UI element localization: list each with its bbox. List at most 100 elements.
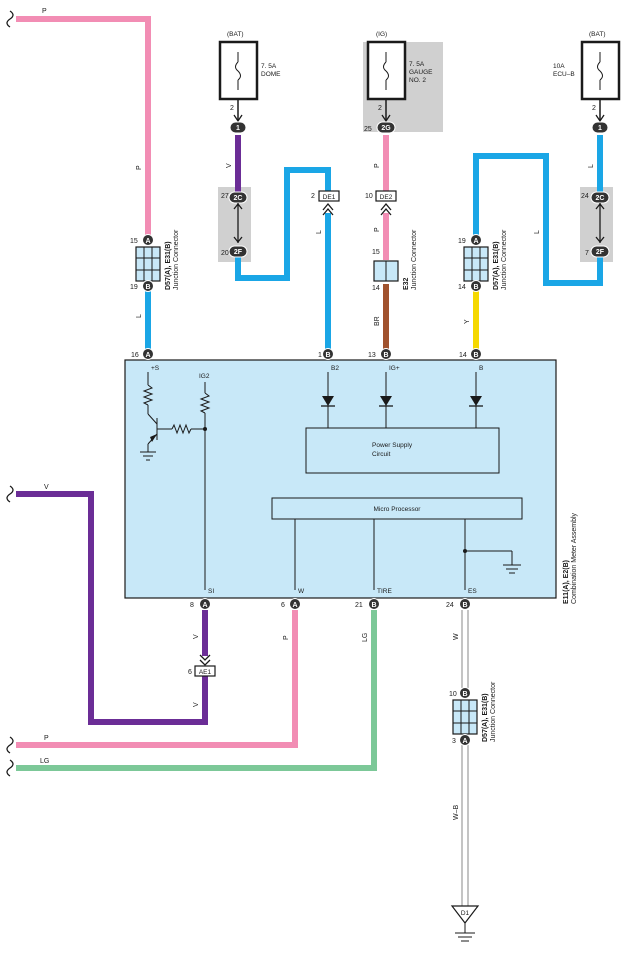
svg-text:Junction Connector: Junction Connector — [490, 681, 497, 742]
svg-text:2F: 2F — [596, 249, 605, 256]
ecub-connector-1: 1 — [591, 121, 609, 134]
diode-b2-icon — [322, 396, 334, 406]
ecub-arrow-icon — [595, 114, 605, 123]
svg-text:D57(A), E31(B): D57(A), E31(B) — [493, 241, 500, 290]
svg-text:2C: 2C — [596, 195, 605, 202]
term-b2: B2 — [331, 365, 339, 372]
svg-text:B: B — [473, 284, 478, 291]
svg-text:2G: 2G — [381, 125, 391, 132]
wire-p-top — [16, 16, 151, 237]
wire-label-p-top: P — [42, 8, 47, 15]
diode-ig-icon — [380, 396, 392, 406]
svg-text:A: A — [462, 738, 467, 745]
svg-text:14: 14 — [372, 285, 380, 292]
ecub-name: ECU–B — [553, 71, 575, 78]
wire-p-bottom — [16, 610, 298, 748]
svg-text:D1: D1 — [461, 910, 470, 917]
svg-text:2C: 2C — [234, 195, 243, 202]
ecub-rating: 10A — [553, 63, 565, 70]
wire-label-l-ecub2: L — [588, 164, 595, 168]
svg-text:B: B — [383, 352, 388, 359]
dome-fuse: (BAT) 7. 5A DOME 2 — [218, 31, 281, 120]
wire-label-lg-tire: LG — [362, 633, 369, 642]
svg-text:19: 19 — [458, 238, 466, 245]
svg-text:B: B — [325, 352, 330, 359]
wire-lg-bottom — [16, 610, 377, 771]
gauge-arrow-icon — [381, 114, 391, 123]
d1-ground: D1 — [450, 905, 480, 942]
svg-text:7: 7 — [585, 250, 589, 257]
wire-label-v-ae1b: V — [193, 702, 200, 707]
dome-name: DOME — [261, 71, 281, 78]
term-es: ES — [468, 588, 477, 595]
gauge-fuse: (IG) 7. 5A GAUGE NO. 2 2 — [366, 31, 433, 120]
wire-label-br: BR — [374, 316, 381, 326]
svg-text:14: 14 — [459, 352, 467, 359]
wire-label-v-dome: V — [226, 163, 233, 168]
term-si: SI — [208, 588, 214, 595]
meter-name: E11(A), E2(B) — [563, 560, 570, 604]
wire-break-p-bottom — [6, 736, 14, 754]
wire-label-p-bottom: P — [44, 735, 49, 742]
wire-label-v-left: V — [44, 484, 49, 491]
svg-text:B: B — [462, 691, 467, 698]
power-supply-circuit-box — [305, 427, 500, 474]
ig2-label: IG2 — [199, 373, 210, 380]
gauge-rating: 7. 5A — [409, 61, 425, 68]
svg-text:DE1: DE1 — [323, 194, 336, 201]
svg-text:8: 8 — [190, 602, 194, 609]
term-w: W — [298, 588, 305, 595]
svg-text:A: A — [292, 602, 297, 609]
svg-text:2F: 2F — [234, 249, 243, 256]
svg-text:1: 1 — [598, 125, 602, 132]
gauge-name2: NO. 2 — [409, 77, 426, 84]
wire-v-left-loop — [16, 491, 208, 725]
svg-text:27: 27 — [221, 193, 229, 200]
transistor-emitter-arrow — [150, 434, 157, 442]
svg-text:A: A — [145, 238, 150, 245]
dome-supply-label: (BAT) — [227, 31, 244, 38]
wire-break-p-top — [6, 10, 14, 28]
junction-connector-e32: 15 14 E32 Junction Connector — [372, 229, 418, 292]
right-connector-2c-2f: 24 2C 7 2F — [581, 191, 610, 258]
wire-l-ecub-loop — [473, 153, 603, 286]
wire-label-wb: W–B — [453, 805, 460, 821]
wire-break-lg — [6, 759, 14, 777]
dome-arrow-icon — [233, 114, 243, 123]
de1-connector: 2 DE1 — [311, 190, 340, 216]
svg-text:16: 16 — [131, 352, 139, 359]
dome-rating: 7. 5A — [261, 63, 277, 70]
svg-text:10: 10 — [365, 193, 373, 200]
junction-connector-right: 19 A 14 B D57(A), E31(B) Junction Connec… — [458, 229, 508, 292]
svg-text:6: 6 — [188, 669, 192, 676]
svg-text:13: 13 — [368, 352, 376, 359]
svg-text:Junction Connector: Junction Connector — [501, 229, 508, 290]
meter-desc: Combination Meter Assembly — [571, 512, 578, 604]
junction-connector-left: 15 A 19 B D57(A), E31(B) Junction Connec… — [130, 229, 180, 292]
gauge-fuse-pin: 2 — [378, 105, 382, 112]
wire-label-v-ae1a: V — [193, 634, 200, 639]
wire-label-w: W — [453, 633, 460, 640]
wire-label-p-w: P — [283, 635, 290, 640]
svg-text:14: 14 — [458, 284, 466, 291]
svg-text:10: 10 — [449, 691, 457, 698]
psc-label-1: Power Supply — [372, 442, 413, 449]
svg-text:DE2: DE2 — [380, 194, 393, 201]
svg-text:15: 15 — [372, 249, 380, 256]
wire-label-lg-bottom: LG — [40, 758, 49, 765]
junction-connector-bottom: 10 B 3 A D57(A), E31(B) Junction Connect… — [449, 681, 497, 746]
gauge-connector-2g: 2G 25 — [364, 121, 396, 134]
svg-text:15: 15 — [130, 238, 138, 245]
svg-text:B: B — [462, 602, 467, 609]
micro-processor-label: Micro Processor — [374, 506, 422, 513]
ecub-supply-label: (BAT) — [589, 31, 606, 38]
left-connector-2c-2f: 27 2C 20 2F — [221, 191, 248, 258]
dome-fuse-pin: 2 — [230, 105, 234, 112]
svg-text:21: 21 — [355, 602, 363, 609]
combination-meter-body — [124, 359, 557, 599]
svg-text:E32: E32 — [403, 277, 410, 290]
wire-label-l-ecub: L — [534, 230, 541, 234]
svg-text:6: 6 — [281, 602, 285, 609]
dome-connector-1: 1 — [229, 121, 247, 134]
wire-label-p-gauge2: P — [374, 227, 381, 232]
